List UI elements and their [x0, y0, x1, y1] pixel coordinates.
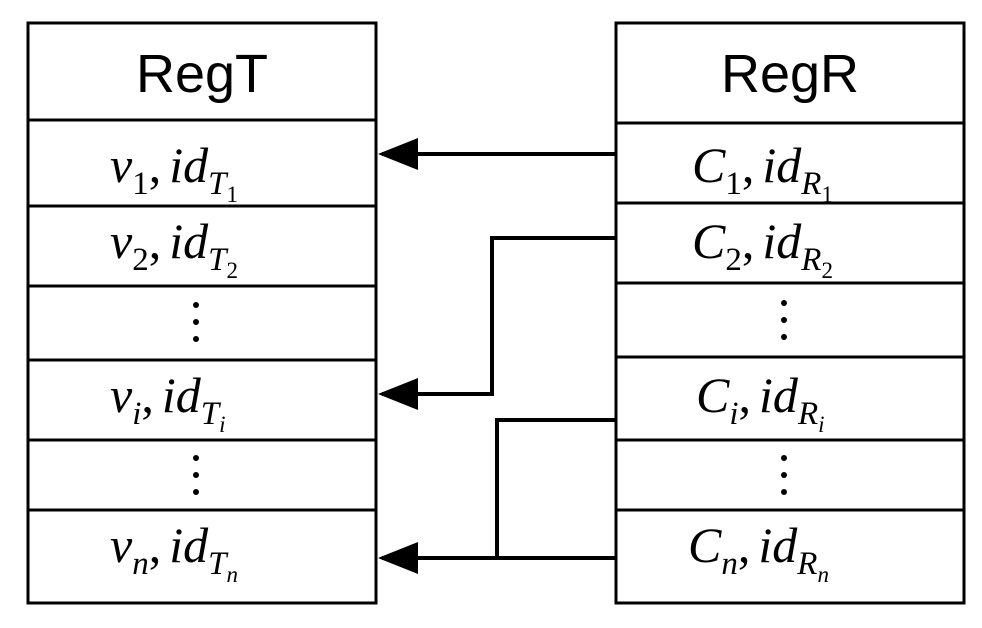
regt-entry-i: vi,idTi	[110, 367, 226, 437]
regt-ellipsis-2	[193, 455, 199, 495]
regr-title: RegR	[721, 44, 859, 104]
regt-entry-2: v2,idT2	[110, 213, 238, 283]
regt-entry-1: v1,idT1	[110, 137, 238, 207]
regt-entry-n: vn,idTn	[110, 517, 238, 587]
regt-title: RegT	[136, 44, 268, 104]
regr-entry-2: C2,idR2	[692, 213, 833, 283]
connector-ci-to-vn	[495, 418, 616, 558]
regt-table: RegT v1,idT1 v2,idT2 vi,idTi vn,idTn	[26, 21, 378, 605]
regr-table: RegR C1,idR1 C2,idR2 Ci,idRi Cn,idRn	[614, 21, 966, 605]
regt-row-n	[26, 508, 378, 605]
regr-row-ellipsis-1	[614, 281, 966, 359]
regr-ellipsis-2	[781, 455, 787, 495]
mapping-arrows	[378, 138, 616, 574]
regr-entry-i: Ci,idRi	[696, 367, 825, 437]
regr-entry-1: C1,idR1	[692, 137, 833, 207]
regr-ellipsis-1	[781, 300, 787, 340]
arrow-c2-to-vi	[378, 236, 616, 410]
regt-ellipsis-1	[193, 302, 199, 342]
regt-row-ellipsis-1	[26, 284, 378, 362]
regr-entry-n: Cn,idRn	[688, 517, 829, 587]
regr-row-ellipsis-2	[614, 438, 966, 512]
regt-row-ellipsis-2	[26, 438, 378, 512]
